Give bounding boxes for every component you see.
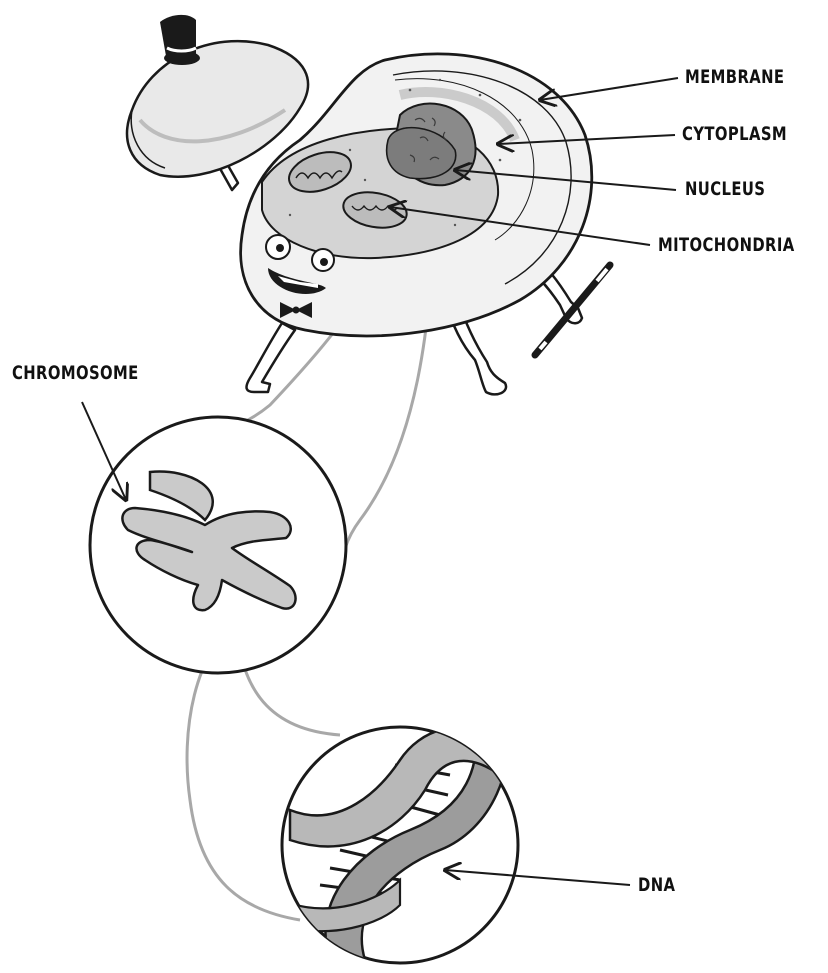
membrane-label: MEMBRANE — [685, 66, 784, 88]
chromosome-zoom — [90, 417, 346, 673]
top-hat-icon — [160, 15, 200, 65]
dna-zoom — [280, 700, 518, 963]
mitochondria-label: MITOCHONDRIA — [658, 234, 795, 256]
nucleus-label: NUCLEUS — [685, 178, 765, 200]
cytoplasm-label: CYTOPLASM — [682, 123, 787, 145]
membrane-arrow — [540, 78, 678, 100]
dna-label: DNA — [638, 874, 675, 896]
chromosome-label: CHROMOSOME — [12, 362, 139, 384]
